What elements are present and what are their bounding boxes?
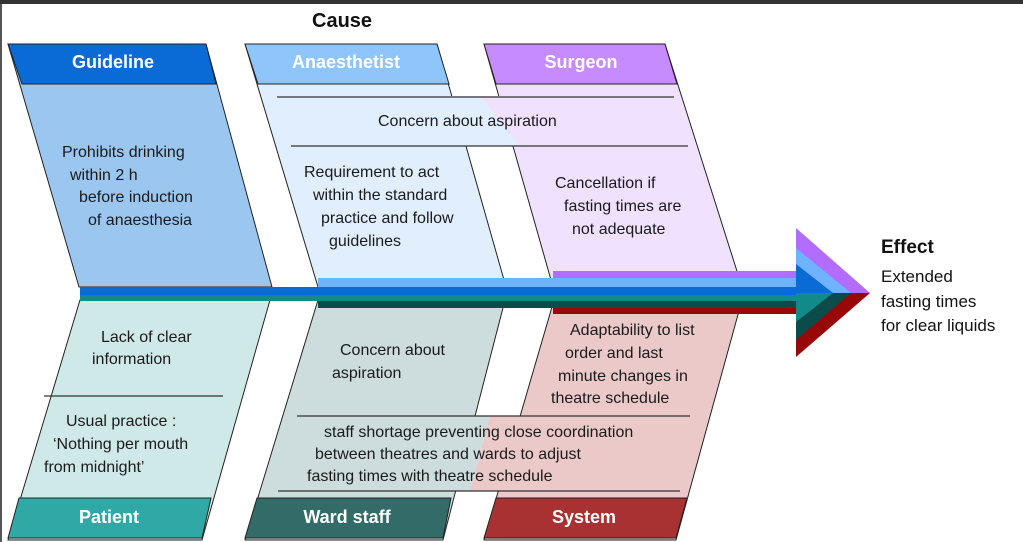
header-patient: Patient [78, 507, 139, 527]
diagram-title: Cause [312, 10, 373, 32]
header-surgeon: Surgeon [544, 52, 618, 72]
shared-cause-staff-line: staff shortage preventing close coordina… [324, 424, 634, 441]
spine-ward-staff [318, 301, 798, 308]
header-ward-staff: Ward staff [303, 507, 391, 527]
shared-cause-aspiration: Concern about aspiration [378, 113, 557, 130]
ward-staff-item-line: Concern about [340, 342, 445, 359]
window-top-border [0, 0, 1023, 4]
spine-guideline [80, 287, 798, 295]
effect-line: for clear liquids [881, 316, 996, 335]
arrowhead-patient [796, 293, 833, 322]
anaesthetist-item-line: within the standard [313, 187, 448, 204]
patient-header [7, 497, 212, 539]
patient-item-line: Lack of clear [101, 329, 192, 346]
system-item-line: Adaptability to list [570, 322, 695, 339]
guideline-item-line: before induction [79, 189, 193, 206]
spine-patient [80, 295, 798, 301]
spine-anaesthetist [318, 278, 798, 287]
system-header [483, 497, 688, 539]
surgeon-item-line: Cancellation if [555, 175, 656, 192]
anaesthetist-header [244, 43, 450, 85]
patient-item-line: ‘Nothing per mouth [53, 436, 189, 453]
window-left-border [0, 4, 2, 542]
guideline-header [7, 43, 217, 85]
effect-line: Extended [881, 267, 953, 286]
header-anaesthetist: Anaesthetist [291, 52, 401, 72]
anaesthetist-item-line: Requirement to act [304, 164, 440, 181]
system-item-line: minute changes in [558, 368, 688, 385]
effect-title: Effect [881, 237, 934, 258]
shared-bottom-overlap-2 [470, 416, 690, 491]
guideline-item-line: within 2 h [70, 167, 138, 184]
shared-cause-staff-line: between theatres and wards to adjust [315, 446, 581, 463]
system-item-line: order and last [565, 345, 663, 362]
patient-item-line: Usual practice : [66, 413, 177, 430]
system-item-line: theatre schedule [551, 390, 670, 407]
guideline-item-line: of anaesthesia [88, 212, 193, 229]
arrowhead-guideline [796, 264, 833, 293]
effect-line: fasting times [881, 292, 977, 311]
shared-top-overlap [262, 96, 520, 146]
shared-top-overlap-2 [480, 96, 676, 146]
surgeon-item-line: fasting times are [564, 198, 682, 215]
patient-item-line: information [92, 351, 172, 368]
surgeon-header [483, 43, 678, 85]
anaesthetist-item-line: guidelines [329, 233, 402, 250]
spine-surgeon [553, 271, 798, 279]
header-system: System [551, 507, 617, 527]
header-guideline: Guideline [71, 52, 154, 72]
guideline-item-line: Prohibits drinking [62, 144, 185, 161]
shared-bottom-overlap [280, 416, 490, 491]
ward-staff-item-line: aspiration [332, 365, 402, 382]
spine-system [553, 308, 798, 314]
shared-cause-staff-line: fasting times with theatre schedule [307, 468, 553, 485]
patient-item-line: from midnight’ [44, 459, 145, 476]
ward-staff-header [244, 497, 452, 539]
anaesthetist-item-line: practice and follow [321, 210, 454, 227]
surgeon-item-line: not adequate [572, 221, 666, 238]
